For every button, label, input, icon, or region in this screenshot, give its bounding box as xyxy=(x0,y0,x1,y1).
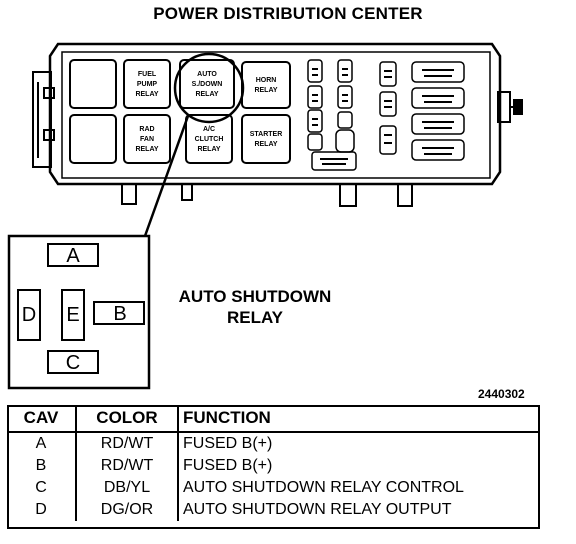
terminal-c-label: C xyxy=(66,352,80,374)
asd-relay-highlight-circle xyxy=(173,52,245,124)
relay-caption: AUTO SHUTDOWN RELAY xyxy=(160,286,350,328)
cell-cav: D xyxy=(7,499,77,521)
diagram-title: POWER DISTRIBUTION CENTER xyxy=(153,4,423,23)
connector-terminals xyxy=(17,243,145,374)
table-row: A RD/WT FUSED B(+) xyxy=(7,432,540,455)
relay-auto-shutdown-line2: S./DOWN xyxy=(192,81,223,88)
table-row: C DB/YL AUTO SHUTDOWN RELAY CONTROL xyxy=(7,477,540,499)
relay-auto-shutdown-line1: AUTO xyxy=(197,71,217,78)
pdc-mini-fuses xyxy=(307,59,397,171)
pdc-diagram: FUEL PUMP RELAY AUTO S./DOWN RELAY HORN … xyxy=(7,42,523,390)
cell-cav: C xyxy=(7,477,77,499)
pdc-relay-outlines xyxy=(123,59,291,164)
relay-ac-clutch-line3: RELAY xyxy=(197,146,220,153)
relay-rad-fan-line1: RAD xyxy=(139,126,154,133)
header-color: COLOR xyxy=(76,405,179,433)
cell-color: RD/WT xyxy=(76,432,179,455)
cell-function: FUSED B(+) xyxy=(183,435,273,452)
cell-color: DB/YL xyxy=(76,477,179,499)
terminal-a-label: A xyxy=(66,245,80,267)
terminal-b-label: B xyxy=(113,303,126,325)
terminal-b xyxy=(93,301,145,325)
pdc-mounting-tabs xyxy=(121,184,413,207)
cell-cav: A xyxy=(7,432,77,455)
table-row: D DG/OR AUTO SHUTDOWN RELAY OUTPUT xyxy=(7,499,540,521)
relay-ac-clutch-line1: A/C xyxy=(203,126,215,133)
relay-caption-line2: RELAY xyxy=(226,308,284,327)
header-function: FUNCTION xyxy=(178,405,540,433)
relay-fuel-pump-line1: FUEL xyxy=(138,71,157,78)
cell-function: FUSED B(+) xyxy=(183,457,273,474)
header-cav: CAV xyxy=(7,405,77,433)
relay-ac-clutch-line2: CLUTCH xyxy=(195,136,224,143)
relay-rad-fan-line2: FAN xyxy=(140,136,154,143)
pdc-maxi-fuses xyxy=(411,61,465,161)
cell-color: DG/OR xyxy=(76,499,179,521)
pdc-empty-cavities xyxy=(69,59,117,164)
relay-caption-line1: AUTO SHUTDOWN xyxy=(178,287,332,306)
pdc-fuse-marks xyxy=(312,68,454,165)
relay-rad-fan-line3: RELAY xyxy=(135,146,158,153)
relay-horn-line1: HORN xyxy=(256,77,277,84)
cell-cav: B xyxy=(7,455,77,477)
terminal-e xyxy=(61,289,85,341)
relay-fuel-pump-line3: RELAY xyxy=(135,91,158,98)
pinout-table: CAV COLOR FUNCTION A RD/WT FUSED B(+) B … xyxy=(7,405,540,521)
terminal-a xyxy=(47,243,99,267)
terminal-c xyxy=(47,350,99,374)
relay-horn-line2: RELAY xyxy=(254,87,277,94)
pdc-right-connector xyxy=(497,91,523,123)
table-row: B RD/WT FUSED B(+) xyxy=(7,455,540,477)
leader-line xyxy=(143,115,190,237)
terminal-d-label: D xyxy=(22,304,36,326)
pdc-housing xyxy=(48,42,502,186)
cell-color: RD/WT xyxy=(76,455,179,477)
pinout-header-row: CAV COLOR FUNCTION xyxy=(7,405,540,433)
relay-starter-line2: RELAY xyxy=(254,141,277,148)
terminal-e-label: E xyxy=(66,304,79,326)
relay-auto-shutdown-line3: RELAY xyxy=(195,91,218,98)
relay-fuel-pump-line2: PUMP xyxy=(137,81,158,88)
part-number: 2440302 xyxy=(478,387,525,401)
cell-function: AUTO SHUTDOWN RELAY OUTPUT xyxy=(183,501,452,518)
connector-detail-frame xyxy=(7,234,151,390)
cell-function: AUTO SHUTDOWN RELAY CONTROL xyxy=(183,479,464,496)
relay-starter-line1: STARTER xyxy=(250,131,283,138)
terminal-d xyxy=(17,289,41,341)
